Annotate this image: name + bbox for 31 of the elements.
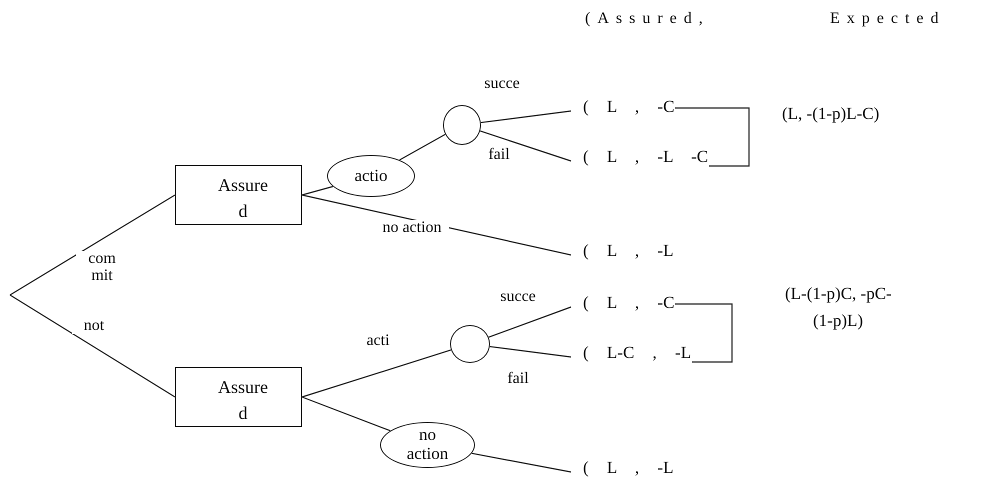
branch-line	[472, 452, 572, 473]
expected-value: (L-(1-p)C, -pC-(1-p)L)	[785, 283, 893, 332]
branch-line	[488, 306, 572, 338]
branch-line	[302, 349, 452, 398]
payoff-text: ( L , -L -C	[583, 144, 708, 170]
action-ellipse	[327, 155, 415, 197]
expected-value: (L, -(1-p)L-C)	[782, 104, 880, 124]
branch-line	[10, 194, 176, 296]
action-ellipse	[380, 422, 475, 468]
node-label: Assure d	[217, 174, 269, 224]
payoff-text: ( L-C , -L	[583, 340, 692, 366]
chance-circle	[450, 325, 490, 363]
payoff-text: ( L , -L	[583, 238, 674, 264]
branch-line	[302, 186, 334, 196]
branch-line	[480, 130, 572, 162]
payoff-text: ( L , -C	[583, 290, 674, 316]
column-header: (Assured,	[585, 10, 710, 28]
decision-box	[175, 165, 302, 225]
decision-box	[175, 367, 302, 427]
payoff-text: ( L , -L	[583, 455, 674, 481]
node-label: no action	[406, 426, 450, 464]
payoff-text: ( L , -C	[583, 94, 674, 120]
branch-line	[10, 294, 176, 398]
branch-line	[399, 134, 446, 161]
branch-line	[480, 110, 572, 124]
chance-circle	[443, 105, 481, 145]
branch-line	[490, 346, 572, 358]
branch-line	[302, 396, 390, 432]
column-header: Expected	[830, 10, 946, 28]
node-label: actio	[353, 166, 389, 186]
node-label: Assure d	[217, 376, 269, 426]
